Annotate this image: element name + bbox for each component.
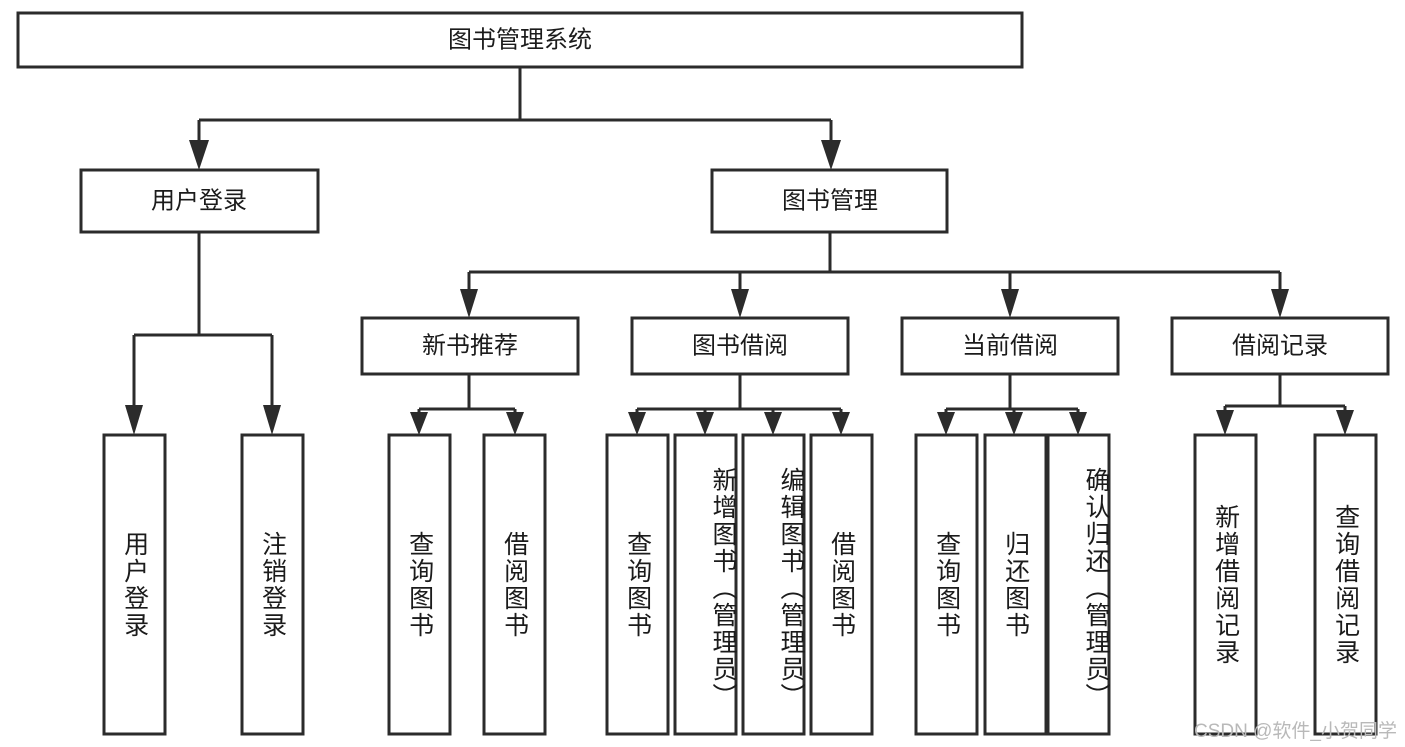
- node-leaf-query-book-c-rect[interactable]: [914, 433, 979, 736]
- node-leaf-borrow-book-rec-rect[interactable]: [482, 433, 547, 736]
- arrow-head-leaf-query-book-rec: [410, 412, 428, 435]
- connector-group-book-manage-to-level3: [460, 232, 1289, 318]
- node-leaf-confirm-return-rect[interactable]: [1046, 433, 1111, 736]
- node-current-borrow-rect[interactable]: [900, 316, 1120, 376]
- arrow-head-leaf-edit-book: [764, 412, 782, 435]
- node-leaf-return-book-rect[interactable]: [983, 433, 1048, 736]
- connector-group-book-borrow-to-leaves: [628, 374, 850, 435]
- node-new-book-rec-label: 新书推荐: [422, 332, 518, 359]
- arrow-head-borrow-record: [1271, 289, 1289, 318]
- arrow-head-new-book-rec: [460, 289, 478, 318]
- connector-group-new-book-rec-to-leaves: [410, 374, 524, 435]
- node-book-borrow-label: 图书借阅: [692, 332, 788, 359]
- arrow-head-leaf-logout: [263, 405, 281, 435]
- connector-group-current-borrow-to-leaves: [937, 374, 1087, 435]
- node-leaf-user-login-rect[interactable]: [102, 433, 167, 736]
- node-leaf-return-book-label: 归还图书: [1001, 530, 1030, 639]
- connector-group-borrow-record-to-leaves: [1216, 374, 1354, 435]
- arrow-head-leaf-user-login: [125, 405, 143, 435]
- node-leaf-query-book-c-label: 查询图书: [932, 530, 961, 639]
- arrow-head-leaf-query-book-b: [628, 412, 646, 435]
- node-leaf-query-book-b-label: 查询图书: [623, 530, 652, 639]
- node-leaf-borrow-book-b-rect[interactable]: [809, 433, 874, 736]
- arrow-head-book-manage: [821, 140, 841, 170]
- node-book-manage-label: 图书管理: [782, 187, 878, 214]
- node-leaf-add-record-rect[interactable]: [1193, 433, 1258, 736]
- node-leaf-add-book-label: 新增图书（管理员）: [709, 467, 737, 710]
- node-borrow-record-label: 借阅记录: [1232, 332, 1328, 359]
- connector-group-root-to-level2: [189, 67, 841, 170]
- node-new-book-rec-rect[interactable]: [360, 316, 580, 376]
- node-user-login-rect[interactable]: [79, 168, 320, 234]
- arrow-head-leaf-borrow-book-rec: [506, 412, 524, 435]
- node-root-label: 图书管理系统: [448, 26, 592, 53]
- node-leaf-borrow-book-b-label: 借阅图书: [827, 530, 856, 639]
- node-book-manage[interactable]: 图书管理: [710, 168, 949, 234]
- node-current-borrow[interactable]: 当前借阅: [900, 316, 1120, 376]
- node-leaf-user-login-label: 用户登录: [120, 530, 149, 639]
- node-leaf-query-book-rec-rect[interactable]: [387, 433, 452, 736]
- node-leaf-confirm-return-label: 确认归还（管理员）: [1082, 467, 1110, 710]
- node-root-rect[interactable]: [16, 11, 1024, 69]
- arrow-head-leaf-query-book-c: [937, 412, 955, 435]
- arrow-head-leaf-add-record: [1216, 410, 1234, 435]
- arrow-head-leaf-add-book: [696, 412, 714, 435]
- node-leaf-add-record-label: 新增借阅记录: [1211, 503, 1240, 666]
- node-book-borrow[interactable]: 图书借阅: [630, 316, 850, 376]
- node-new-book-rec[interactable]: 新书推荐: [360, 316, 580, 376]
- node-user-login-label: 用户登录: [151, 187, 247, 214]
- arrow-head-leaf-borrow-book-b: [832, 412, 850, 435]
- arrow-head-user-login: [189, 140, 209, 170]
- node-current-borrow-label: 当前借阅: [962, 332, 1058, 359]
- arrow-head-leaf-confirm-return: [1069, 412, 1087, 435]
- csdn-watermark: CSDN @软件_小贺同学: [1194, 721, 1397, 742]
- node-leaf-query-book-rec-label: 查询图书: [405, 530, 434, 639]
- node-leaf-logout-rect[interactable]: [240, 433, 305, 736]
- node-leaf-query-record-rect[interactable]: [1313, 433, 1378, 736]
- node-leaf-borrow-book-rec-label: 借阅图书: [500, 530, 529, 639]
- node-user-login[interactable]: 用户登录: [79, 168, 320, 234]
- node-borrow-record[interactable]: 借阅记录: [1170, 316, 1390, 376]
- node-root[interactable]: 图书管理系统: [16, 11, 1024, 69]
- arrow-head-current-borrow: [1001, 289, 1019, 318]
- arrow-head-book-borrow: [731, 289, 749, 318]
- arrow-head-leaf-return-book: [1005, 412, 1023, 435]
- node-leaf-add-book-rect[interactable]: [673, 433, 738, 736]
- node-book-manage-rect[interactable]: [710, 168, 949, 234]
- node-leaf-logout-label: 注销登录: [258, 530, 287, 639]
- node-borrow-record-rect[interactable]: [1170, 316, 1390, 376]
- arrow-head-leaf-query-record: [1336, 410, 1354, 435]
- node-leaf-edit-book-rect[interactable]: [741, 433, 806, 736]
- node-leaf-query-record-label: 查询借阅记录: [1331, 503, 1360, 666]
- node-leaf-edit-book-label: 编辑图书（管理员）: [777, 467, 805, 710]
- connector-group-user-login-to-leaves: [125, 232, 281, 435]
- node-leaf-query-book-b-rect[interactable]: [605, 433, 670, 736]
- node-book-borrow-rect[interactable]: [630, 316, 850, 376]
